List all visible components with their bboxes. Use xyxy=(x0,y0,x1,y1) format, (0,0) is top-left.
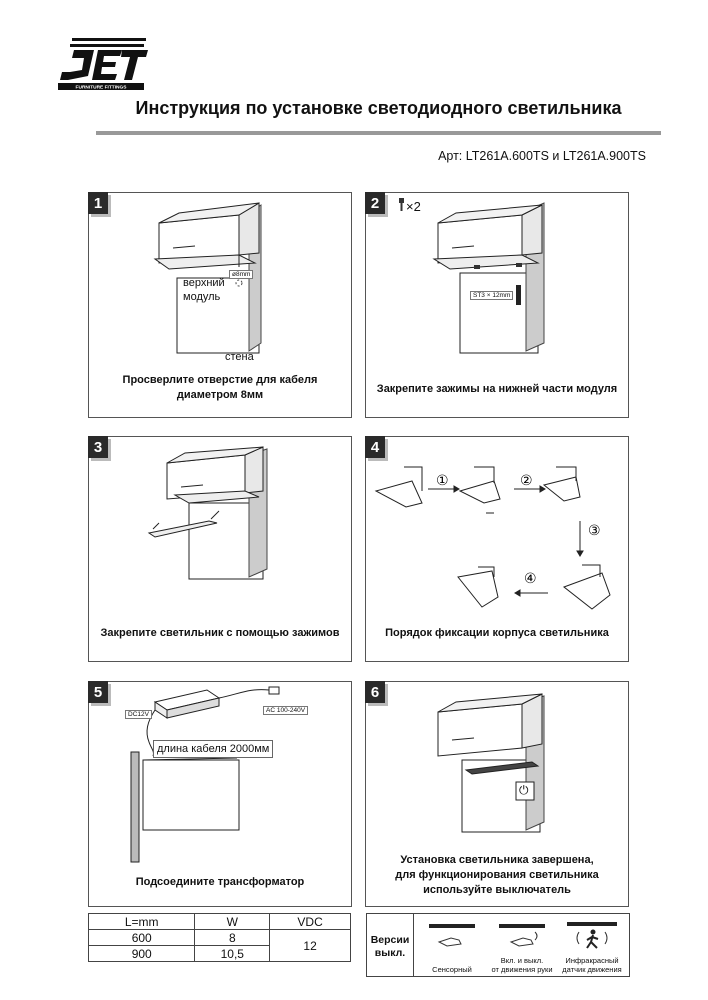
version-label: Инфракрасный датчик движения xyxy=(562,956,622,974)
dc-voltage-label: DC12V xyxy=(125,710,152,719)
table-cell: 12 xyxy=(269,929,351,962)
table-cell: 600 xyxy=(87,929,196,946)
step-marker-4: ④ xyxy=(524,571,537,587)
step-number: 3 xyxy=(88,436,108,458)
version-label: Вкл. и выкл. от движения руки xyxy=(491,956,553,974)
article-number: Арт: LT261A.600TS и LT261A.900TS xyxy=(438,149,646,163)
screw-icon xyxy=(399,198,404,211)
cabinet-drill-illustration xyxy=(153,202,262,354)
label-wall: стена xyxy=(225,351,254,363)
hand-wave-icon xyxy=(499,924,545,947)
step-number: 1 xyxy=(88,192,108,214)
logo-tagline: FURNITURE FITTINGS xyxy=(76,85,128,91)
table-cell: 900 xyxy=(87,945,196,962)
step-6-caption: Установка светильника завершена, для фун… xyxy=(395,854,599,896)
step-number: 4 xyxy=(365,436,385,458)
step-3-panel: 3 Закрепите светильник с помощью зажимов xyxy=(88,436,352,662)
header-vdc: VDC xyxy=(269,913,351,930)
step-6-panel: 6 ⏻ Установка светильника завершена, для… xyxy=(365,681,629,907)
fixing-sequence-illustration: ① ② ③ ④ xyxy=(374,466,611,610)
clip-mount-illustration xyxy=(432,202,545,354)
header-watts: W xyxy=(194,913,271,930)
jet-logo: FURNITURE FITTINGS xyxy=(54,36,150,92)
step-marker-2: ② xyxy=(520,473,533,489)
step-marker-3: ③ xyxy=(588,523,601,539)
screw-size-label: ST3 × 12mm xyxy=(470,291,514,300)
step-number: 5 xyxy=(88,681,108,703)
label-upper: верхний xyxy=(183,277,225,289)
title-divider xyxy=(96,131,661,135)
screw-quantity: ×2 xyxy=(406,199,421,214)
table-cell: 10,5 xyxy=(194,945,271,962)
jet-logo-icon: FURNITURE FITTINGS xyxy=(58,38,148,91)
version-label: Сенсорный xyxy=(432,965,472,974)
versions-label: Версии выкл. xyxy=(370,934,410,959)
step-number: 2 xyxy=(365,192,385,214)
step-5-caption: Подсоедините трансформатор xyxy=(135,876,305,888)
step-number: 6 xyxy=(365,681,385,703)
transformer-connect-illustration xyxy=(130,686,280,863)
step-2-caption: Закрепите зажимы на нижней части модуля xyxy=(376,383,618,395)
step-5-panel: 5 DC12V AC 100-240V длина кабеля 2000мм … xyxy=(88,681,352,907)
version-motion-sensor: Инфракрасный датчик движения xyxy=(557,918,627,974)
step-4-panel: 4 ① ② ③ ④ Порядок фикса xyxy=(365,436,629,662)
step-1-panel: 1 верхний модуль стена ø8mm Просверлите … xyxy=(88,192,352,418)
divider xyxy=(413,914,414,976)
version-touch: Сенсорный xyxy=(417,918,487,974)
table-cell: 8 xyxy=(194,929,271,946)
step-1-caption: Просверлите отверстие для кабеля диаметр… xyxy=(122,374,318,401)
ac-voltage-label: AC 100-240V xyxy=(263,706,309,715)
installation-complete-illustration xyxy=(437,693,545,833)
header-length: L=mm xyxy=(87,913,196,930)
power-switch-icon: ⏻ xyxy=(519,783,529,797)
step-2-panel: 2 ×2 ST3 × 12mm Закрепите зажимы на нижн… xyxy=(365,192,629,418)
label-module: модуль xyxy=(183,291,221,303)
spec-table: L=mm W VDC 600 8 12 900 10,5 xyxy=(87,913,351,962)
motion-sensor-icon xyxy=(567,922,617,949)
page-title: Инструкция по установке светодиодного св… xyxy=(135,98,622,118)
step-marker-1: ① xyxy=(436,473,449,489)
cable-length-label: длина кабеля 2000мм xyxy=(153,740,274,758)
step-4-caption: Порядок фиксации корпуса светильника xyxy=(385,627,609,639)
switch-versions: Версии выкл. Сенсорный Вкл. и выкл. от д… xyxy=(366,913,630,977)
step-3-caption: Закрепите светильник с помощью зажимов xyxy=(100,627,340,639)
fixture-attach-illustration xyxy=(147,446,268,580)
label-hole-diameter: ø8mm xyxy=(229,270,254,279)
hand-touch-icon xyxy=(429,924,475,947)
version-hand-wave: Вкл. и выкл. от движения руки xyxy=(487,918,557,974)
